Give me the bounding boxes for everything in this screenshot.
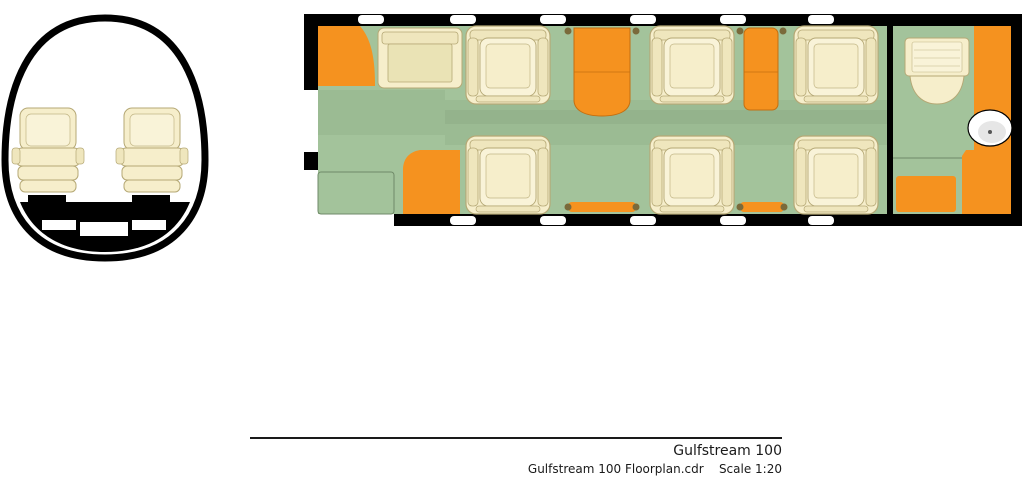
right-seat-front-view — [115, 107, 189, 209]
drawing-title: Gulfstream 100 — [673, 443, 782, 459]
title-block: Gulfstream 100 Gulfstream 100 Floorplan.… — [250, 437, 782, 476]
left-seat-front-view — [11, 107, 85, 209]
seat-row-top — [465, 25, 879, 105]
lav-cabinet — [896, 176, 956, 212]
lavatory — [896, 26, 1013, 214]
title-rule — [250, 437, 782, 439]
credenza — [377, 27, 463, 89]
galley-cabinet — [318, 26, 375, 86]
door-opening — [304, 90, 318, 152]
toilet-seat — [904, 37, 970, 105]
side-table — [736, 27, 787, 111]
bulkhead — [887, 26, 893, 214]
fuselage-cross-section — [1, 14, 209, 262]
storage-cabinet — [403, 150, 460, 214]
table-fold-out — [564, 27, 640, 117]
sink — [967, 109, 1013, 147]
drawing-subtitle: Gulfstream 100 Floorplan.cdr Scale 1:20 — [527, 462, 782, 476]
cabin-floorplan — [304, 14, 1022, 226]
side-ledges — [564, 202, 788, 212]
seat-row-bottom — [465, 135, 879, 215]
